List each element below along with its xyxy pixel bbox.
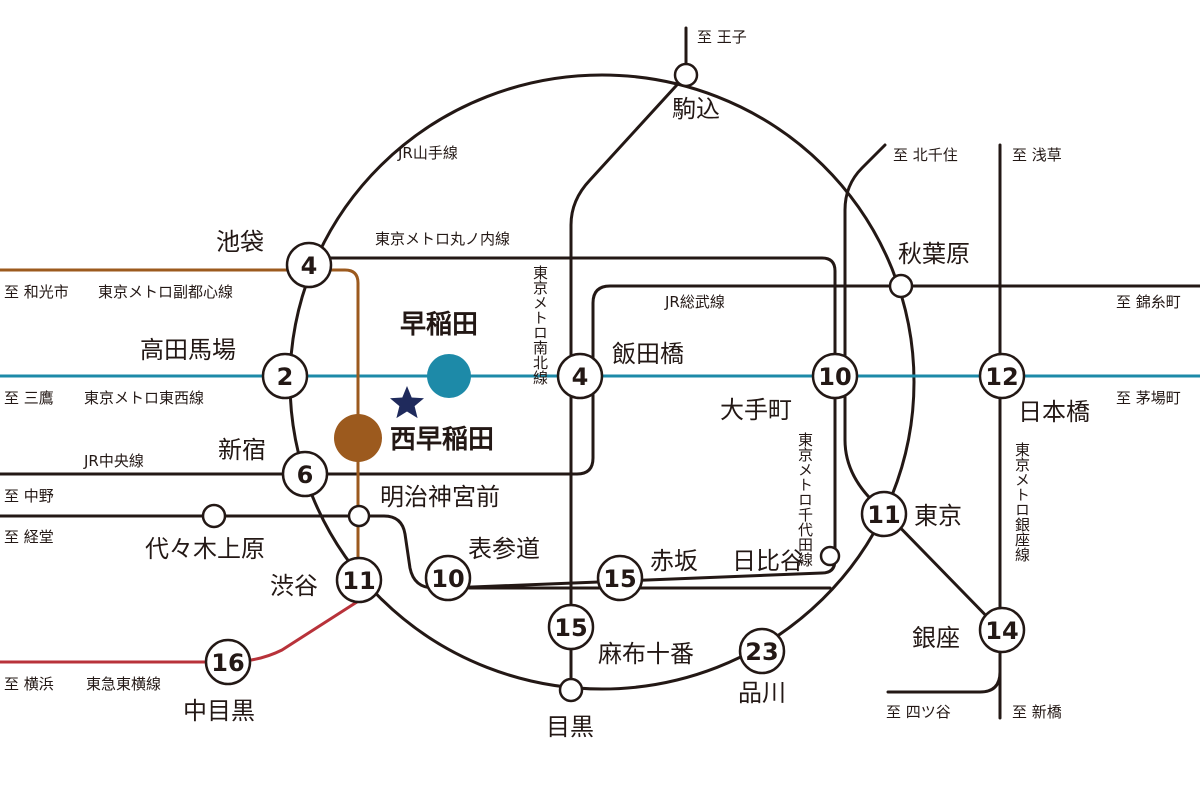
- station-shinjuku: 新宿: [218, 436, 266, 464]
- station-azabujuban: 麻布十番: [598, 640, 694, 668]
- direction-kayabacho: 至 茅場町: [1116, 389, 1181, 407]
- line-label-chuo: JR中央線: [83, 452, 144, 470]
- station-dot-hibiya: [819, 545, 841, 567]
- station-dot-komagome: [673, 62, 699, 88]
- direction-kinshicho: 至 錦糸町: [1116, 293, 1181, 311]
- badge-iidabashi: 4: [556, 352, 604, 400]
- svg-text:4: 4: [572, 363, 589, 391]
- badge-takadanobaba: 2: [261, 352, 309, 400]
- station-meijijingumae: 明治神宮前: [380, 483, 500, 511]
- station-komagome: 駒込: [672, 95, 720, 123]
- direction-yokohama: 至 横浜: [4, 675, 54, 693]
- station-takadanobaba: 高田馬場: [140, 336, 236, 364]
- nishi-waseda-marker: [334, 414, 382, 462]
- namboku-line: [569, 26, 688, 692]
- station-hibiya: 日比谷: [732, 547, 804, 575]
- station-nihombashi: 日本橋: [1018, 398, 1090, 426]
- station-omotesando: 表参道: [468, 535, 540, 563]
- svg-text:15: 15: [603, 565, 636, 593]
- station-dot-meguro: [558, 677, 584, 703]
- svg-text:4: 4: [301, 252, 318, 280]
- station-shinagawa: 品川: [738, 679, 786, 707]
- badge-otemachi: 10: [811, 352, 859, 400]
- station-dot-akihabara: [888, 273, 914, 299]
- chiyoda-line: [843, 143, 1002, 694]
- marunouchi-line: [306, 256, 837, 590]
- line-label-marunouchi: 東京メトロ丸ノ内線: [375, 230, 510, 248]
- badge-ginza: 14: [978, 606, 1026, 654]
- badge-shinagawa: 23: [738, 627, 786, 675]
- station-dot-meijijingumae: [347, 504, 371, 528]
- badge-akasaka: 15: [596, 554, 644, 602]
- direction-oji: 至 王子: [697, 28, 747, 46]
- direction-mitaka: 至 三鷹: [4, 389, 54, 407]
- direction-kitasenju: 至 北千住: [893, 146, 958, 164]
- badge-shibuya: 11: [335, 556, 383, 604]
- svg-text:10: 10: [431, 565, 464, 593]
- station-tokyo: 東京: [914, 502, 962, 530]
- line-label-ginza: 東京メトロ銀座線: [1013, 442, 1031, 562]
- fukutoshin-line: [0, 268, 360, 580]
- toyoko-line: [0, 598, 362, 664]
- chiyoda-west-line: [0, 514, 832, 590]
- waseda-label: 早稲田: [400, 310, 478, 340]
- station-yoyogiuehara: 代々木上原: [145, 535, 265, 563]
- direction-wakoshi: 至 和光市: [4, 283, 69, 301]
- badge-azabujuban: 15: [547, 603, 595, 651]
- station-akihabara: 秋葉原: [898, 240, 970, 268]
- svg-text:6: 6: [297, 461, 314, 489]
- station-ikebukuro: 池袋: [216, 228, 264, 256]
- badge-nakameguro: 16: [204, 638, 252, 686]
- station-meguro: 目黒: [546, 713, 594, 741]
- svg-text:23: 23: [745, 638, 778, 666]
- station-akasaka: 赤坂: [650, 547, 698, 575]
- line-label-chiyoda: 東京メトロ千代田線: [796, 432, 814, 567]
- line-label-fukutoshin: 東京メトロ副都心線: [98, 283, 233, 301]
- station-dot-yoyogiuehara: [201, 503, 227, 529]
- svg-text:12: 12: [985, 363, 1018, 391]
- svg-text:15: 15: [554, 614, 587, 642]
- direction-nakano: 至 中野: [4, 487, 54, 505]
- waseda-marker: [427, 354, 471, 398]
- badge-nihombashi: 12: [978, 352, 1026, 400]
- svg-text:14: 14: [985, 617, 1018, 645]
- station-ginza: 銀座: [912, 624, 960, 652]
- line-label-tozai: 東京メトロ東西線: [84, 389, 204, 407]
- svg-text:11: 11: [342, 567, 375, 595]
- line-label-namboku: 東京メトロ南北線: [531, 265, 549, 385]
- station-otemachi: 大手町: [720, 396, 792, 424]
- badge-omotesando: 10: [424, 554, 472, 602]
- line-label-yamanote: JR山手線: [397, 144, 458, 162]
- direction-asakusa: 至 浅草: [1012, 146, 1062, 164]
- line-label-sobu: JR総武線: [664, 293, 725, 311]
- svg-text:11: 11: [867, 501, 900, 529]
- direction-yotsuya: 至 四ツ谷: [886, 703, 951, 721]
- station-iidabashi: 飯田橋: [612, 340, 684, 368]
- svg-text:10: 10: [818, 363, 851, 391]
- destination-star-icon: [390, 386, 424, 419]
- station-shibuya: 渋谷: [270, 572, 318, 600]
- badge-tokyo: 11: [860, 490, 908, 538]
- svg-text:2: 2: [277, 363, 294, 391]
- direction-shimbashi: 至 新橋: [1012, 703, 1062, 721]
- nishi-waseda-label: 西早稲田: [390, 425, 494, 455]
- line-label-toyoko: 東急東横線: [86, 675, 161, 693]
- direction-kyodo: 至 経堂: [4, 528, 54, 546]
- badge-shinjuku: 6: [281, 450, 329, 498]
- svg-text:16: 16: [211, 649, 244, 677]
- badge-ikebukuro: 4: [285, 241, 333, 289]
- station-nakameguro: 中目黒: [183, 697, 255, 725]
